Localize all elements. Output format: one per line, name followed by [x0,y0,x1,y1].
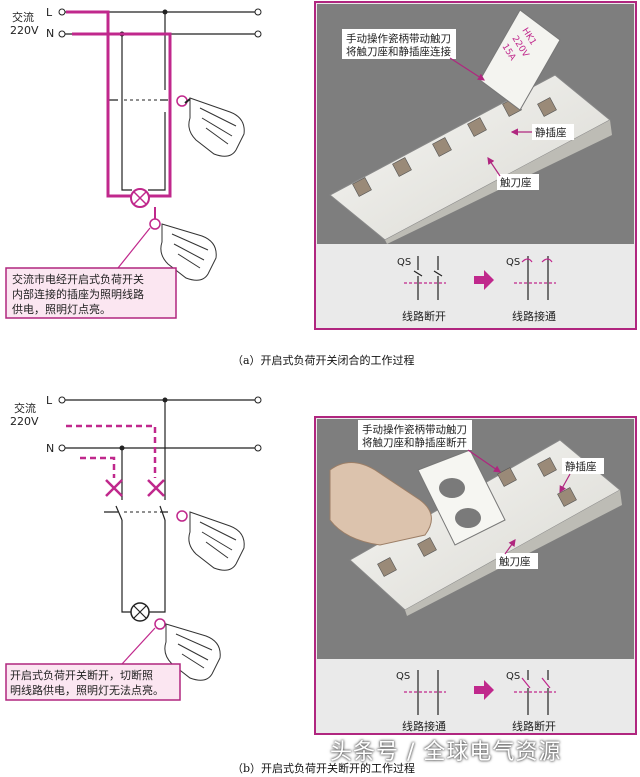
panel-a-photo-frame: HK1 220V 15A 手动操作瓷柄带动触刀 将触刀座和静插座连接 静插座 触… [314,1,637,330]
socket-symbol [176,510,188,522]
source-label: 交流 [14,401,36,415]
hand-icon [160,223,217,281]
photo-label-text: 将触刀座和静插座连接 [346,45,451,58]
photo-label-text: 静插座 [535,126,567,139]
symbol-tag: QS [397,257,411,268]
callout-text: 开启式负荷开关断开，切断照 [10,668,153,682]
arrow-icon [474,680,494,700]
photo-label-text: 触刀座 [499,555,531,568]
photo-label-text: 手动操作瓷柄带动触刀 [346,32,451,45]
callout-text: 供电，照明灯点亮。 [12,302,111,316]
symbol-tag: QS [396,671,410,682]
caption-a: （a）开启式负荷开关闭合的工作过程 [232,353,415,367]
symbol-caption: 线路断开 [402,309,446,323]
qs-symbol-open: QS [397,256,446,300]
hand-icon [188,511,245,571]
panel-a-circuit: 交流 220V L N [5,6,262,319]
qs-symbol-closed: QS [506,256,556,300]
arrow-icon [474,270,494,290]
photo-label-text: 手动操作瓷柄带动触刀 [362,423,467,436]
watermark: 头条号 / 全球电气资源 [330,740,562,765]
photo-label-text: 触刀座 [500,176,532,189]
voltage-label: 220V [10,415,39,428]
qs-symbol-open: QS [506,670,556,715]
line-n-label: N [46,27,54,40]
symbol-tag: QS [506,257,520,268]
callout-box [5,663,181,701]
line-n-label: N [46,442,54,455]
photo-label [342,29,456,59]
current-path-cut [66,424,157,478]
caption-b: （b）开启式负荷开关断开的工作过程 [232,761,415,775]
line-l-label: L [46,394,53,407]
callout-text: 明线路供电，照明灯无法点亮。 [10,683,164,697]
qs-symbol-closed: QS [396,670,446,715]
hand-icon [184,97,245,157]
callout-text: 内部连接的插座为照明线路 [12,287,144,301]
cut-mark-icon [105,479,165,497]
photo-label [358,420,472,450]
photo-label-text: 将触刀座和静插座断开 [362,436,467,449]
voltage-label: 220V [10,24,39,37]
current-path [66,10,172,198]
panel-b-circuit: 交流 220V L N 开启式负荷 [5,394,262,701]
symbol-tag: QS [506,671,520,682]
photo-label-text: 静插座 [565,460,597,473]
panel-b-photo-frame: 手动操作瓷柄带动触刀 将触刀座和静插座断开 静插座 触刀座 QS 线路接通 QS… [314,416,637,735]
socket-symbol [176,95,188,107]
symbol-caption: 线路接通 [402,719,446,733]
symbol-caption: 线路接通 [512,309,556,323]
source-label: 交流 [12,10,34,24]
line-l-label: L [46,6,53,19]
callout-box [5,267,177,319]
callout-text: 交流市电经开启式负荷开关 [12,272,144,286]
symbol-caption: 线路断开 [512,719,556,733]
